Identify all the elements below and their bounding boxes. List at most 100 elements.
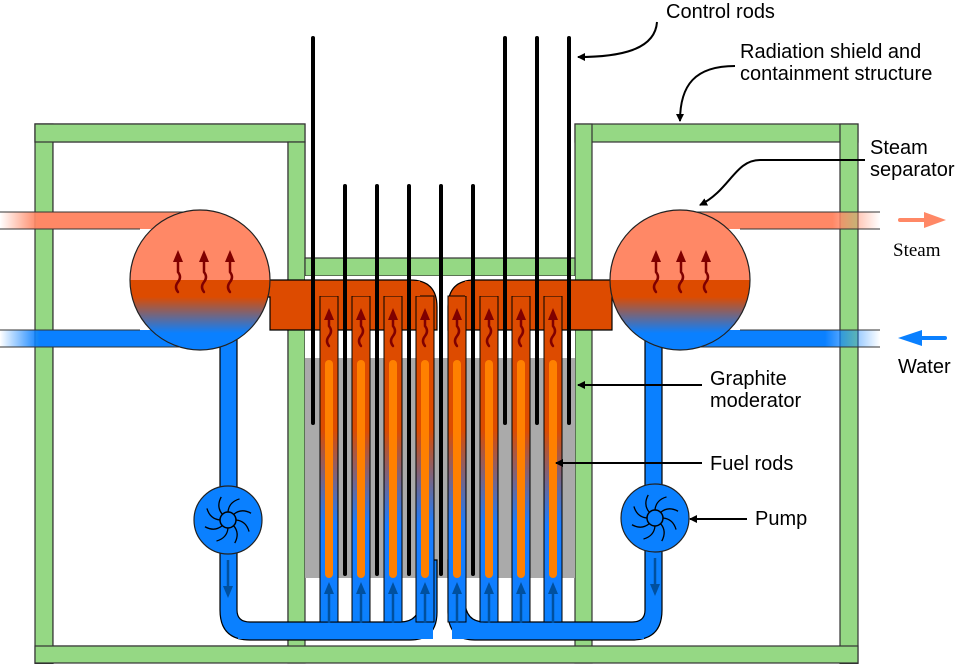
steam-separator-drum [609, 209, 751, 351]
containment-right-top [574, 123, 859, 143]
steam-separator-left [129, 209, 271, 351]
leader-control-rods [577, 21, 658, 61]
steam-out-arrowhead-icon [924, 212, 946, 228]
containment-floor [34, 645, 859, 664]
fuel-rod [357, 360, 365, 578]
flow-arrowhead-icon [223, 586, 233, 598]
pump-impeller-icon [620, 0, 690, 596]
fuel-rod [517, 360, 525, 578]
label-moderator-line1: Graphite [710, 368, 787, 390]
impeller-blade [631, 523, 650, 528]
water-arrow-icon-head [356, 582, 366, 594]
impeller-blade [216, 527, 229, 542]
fuel-channels [238, 281, 644, 639]
water-arrow-icon-head [548, 582, 558, 594]
steam-separator-right [609, 209, 751, 351]
pump-casing [620, 483, 690, 553]
water-arrow-icon-head [388, 582, 398, 594]
water-arrow-icon-head [516, 582, 526, 594]
steam-arrow-icon-head [199, 250, 209, 262]
label-steam: Steam [893, 240, 941, 261]
unused-head [223, 0, 233, 12]
fuel-channel [383, 295, 403, 624]
unused-head [650, 0, 660, 12]
impeller-blade [204, 525, 223, 530]
fuel-rod [421, 360, 429, 578]
impeller-blade [662, 517, 677, 530]
water-pipe-left [0, 330, 200, 347]
impeller-blade [633, 506, 648, 519]
label-pump: Pump [755, 508, 807, 530]
steam-separator-drum [129, 209, 271, 351]
steam-arrow-icon [485, 316, 493, 348]
label-control-rods: Control rods [666, 1, 775, 23]
impeller-blade [235, 519, 250, 532]
label-separator-line2: separator [870, 159, 955, 181]
flow-arrowhead-icon [650, 584, 660, 596]
impeller-blade [643, 525, 656, 540]
fuel-channel [351, 295, 371, 624]
steam-arrow-icon [652, 258, 660, 294]
label-shield-line1: Radiation shield and [740, 41, 921, 63]
steam-arrow-icon [421, 316, 429, 348]
water-arrow-icon-head [324, 582, 334, 594]
steam-arrow-icon-head [356, 308, 366, 320]
impeller-blade [233, 510, 252, 515]
containment-right-wall [839, 123, 859, 664]
fuel-rod [389, 360, 397, 578]
annotations: Control rods Radiation shield and contai… [555, 1, 955, 530]
steam-arrow-icon [517, 316, 525, 348]
impeller-blade [233, 525, 238, 544]
leader-shield [676, 65, 736, 122]
containment-left-wall [34, 123, 54, 664]
steam-arrow-icon-head [388, 308, 398, 320]
steam-pipe-left [0, 212, 190, 229]
steam-arrow-icon-head [701, 250, 711, 262]
steam-arrow-icon [357, 316, 365, 348]
water-arrow-icon-head [484, 582, 494, 594]
steam-pipe-right [690, 212, 880, 229]
label-separator-line1: Steam [870, 137, 928, 159]
steam-arrow-icon-head [651, 250, 661, 262]
containment-left-top [34, 123, 306, 143]
fuel-rod [325, 360, 333, 578]
impeller-blade [660, 523, 665, 542]
steam-arrow-icon-head [324, 308, 334, 320]
fuel-rod [453, 360, 461, 578]
impeller-blade [660, 508, 679, 513]
pump-impeller-icon [193, 0, 263, 598]
fuel-channel [319, 295, 339, 624]
label-shield-line2: containment structure [740, 63, 932, 85]
containment-right-inner-wall [574, 123, 593, 664]
pump-casing [193, 485, 263, 555]
impeller-blade [218, 496, 223, 515]
impeller-blade [206, 508, 221, 521]
steam-arrow-icon-head [516, 308, 526, 320]
label-moderator-line2: moderator [710, 390, 801, 412]
fuel-rod [549, 360, 557, 578]
label-water: Water [898, 356, 951, 378]
water-in-arrowhead-icon [898, 330, 922, 346]
steam-arrow-icon-head [676, 250, 686, 262]
fuel-channel [543, 295, 563, 624]
impeller-blade [227, 498, 240, 513]
steam-arrow-icon [174, 258, 182, 294]
leader-separator [699, 159, 865, 206]
steam-arrow-icon [226, 258, 234, 294]
steam-arrow-icon-head [420, 308, 430, 320]
fuel-channel [415, 295, 435, 624]
impeller-blade [654, 496, 667, 511]
steam-arrow-icon-head [484, 308, 494, 320]
steam-arrow-icon [389, 316, 397, 348]
steam-arrow-icon [702, 258, 710, 294]
fuel-channel [447, 295, 467, 624]
steam-arrow-icon-head [225, 250, 235, 262]
fuel-channel [479, 295, 499, 624]
steam-arrow-icon-head [452, 308, 462, 320]
water-arrow-icon-head [420, 582, 430, 594]
steam-arrow-icon [453, 316, 461, 348]
steam-arrow-icon-head [173, 250, 183, 262]
pumps [193, 0, 690, 598]
steam-rising-arrows [173, 250, 711, 294]
